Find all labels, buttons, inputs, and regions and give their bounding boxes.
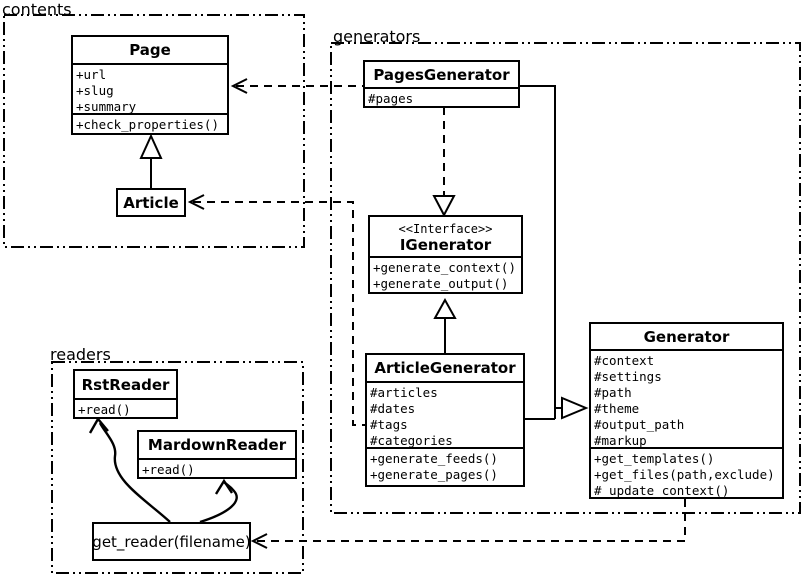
stereotype: <<Interface>> <box>398 222 493 236</box>
attribute: #articles <box>370 385 438 400</box>
open-arrowhead-icon <box>88 416 109 434</box>
method: +generate_context() <box>373 260 516 275</box>
package-contents-label: contents <box>2 0 72 19</box>
attribute: #categories <box>370 433 453 447</box>
edge-generators-to-generator-generalization <box>520 85 589 420</box>
method: +get_templates() <box>594 451 715 466</box>
method: +read() <box>142 462 195 477</box>
class-markdownreader-title: MardownReader <box>147 436 287 454</box>
edge-article-to-page-generalization <box>139 133 163 189</box>
open-arrowhead-icon <box>187 194 205 210</box>
class-markdownreader-methods: +read() <box>139 458 295 477</box>
edge-articlegenerator-to-igenerator-generalization <box>433 297 457 353</box>
class-igenerator-header: <<Interface>> IGenerator <box>370 217 521 256</box>
class-generator: Generator #context #settings #path #them… <box>589 322 784 499</box>
hollow-triangle-icon <box>433 297 457 319</box>
attribute: #markup <box>594 433 647 447</box>
package-generators-label: generators <box>333 27 421 46</box>
open-arrowhead-icon <box>230 78 248 94</box>
attribute: #settings <box>594 369 662 384</box>
method: +generate_pages() <box>370 467 498 482</box>
class-markdownreader: MardownReader +read() <box>137 430 297 479</box>
method: +read() <box>78 402 131 417</box>
class-generator-title: Generator <box>643 327 730 346</box>
attribute: #path <box>594 385 632 400</box>
attribute: +summary <box>76 99 137 113</box>
class-pagesgenerator: PagesGenerator #pages <box>363 60 520 108</box>
class-pagesgenerator-title: PagesGenerator <box>373 65 510 84</box>
edge-generator-to-getreader-dependency <box>250 499 686 549</box>
get-reader-node: get_reader(filename) <box>92 522 251 561</box>
attribute: #tags <box>370 417 408 432</box>
package-generators-border <box>330 42 801 514</box>
method: +check_properties() <box>76 117 219 132</box>
edge-articlegenerator-to-article-dependency <box>187 194 365 426</box>
hollow-triangle-icon <box>139 133 163 159</box>
open-arrowhead-icon <box>214 478 233 495</box>
method: #_update_context() <box>594 483 730 497</box>
class-igenerator: <<Interface>> IGenerator +generate_conte… <box>368 215 523 294</box>
class-rstreader: RstReader +read() <box>73 369 178 419</box>
method: +get_files(path,exclude) <box>594 467 775 482</box>
class-article: Article <box>116 188 186 217</box>
edge-pagesgenerator-to-page-dependency <box>230 78 363 94</box>
attribute: #pages <box>368 91 414 106</box>
class-igenerator-title: IGenerator <box>399 236 492 254</box>
class-page-title: Page <box>129 41 171 59</box>
class-igenerator-methods: +generate_context() +generate_output() <box>370 256 521 292</box>
class-generator-attributes: #context #settings #path #theme #output_… <box>591 349 782 447</box>
class-articlegenerator-methods: +generate_feeds() +generate_pages() <box>367 447 523 485</box>
method: +generate_output() <box>373 276 509 291</box>
class-page: Page +url +slug +summary +check_properti… <box>71 35 229 135</box>
attribute: +slug <box>76 83 114 98</box>
attribute: +url <box>76 67 107 82</box>
open-arrowhead-icon <box>250 533 268 549</box>
class-generator-methods: +get_templates() +get_files(path,exclude… <box>591 447 782 497</box>
class-articlegenerator-title: ArticleGenerator <box>374 359 516 377</box>
attribute: #output_path <box>594 417 685 432</box>
class-pagesgenerator-attributes: #pages <box>365 87 518 106</box>
attribute: #theme <box>594 401 640 416</box>
package-contents-border <box>3 14 305 248</box>
hollow-triangle-icon <box>432 195 456 218</box>
class-rstreader-title: RstReader <box>81 375 170 394</box>
class-articlegenerator-attributes: #articles #dates #tags #categories <box>367 381 523 447</box>
hollow-triangle-icon <box>561 396 589 420</box>
edge-getreader-to-rstreader-arrow <box>88 416 171 523</box>
edge-getreader-to-markdownreader-arrow <box>199 478 238 524</box>
method: +generate_feeds() <box>370 451 498 466</box>
class-page-attributes: +url +slug +summary <box>73 63 227 113</box>
class-articlegenerator: ArticleGenerator #articles #dates #tags … <box>365 353 525 487</box>
package-readers-label: readers <box>50 345 111 364</box>
attribute: #context <box>594 353 655 368</box>
class-page-methods: +check_properties() <box>73 113 227 133</box>
class-rstreader-methods: +read() <box>75 398 176 417</box>
package-readers-border <box>51 361 304 574</box>
edge-pagesgenerator-to-igenerator-realization <box>432 107 456 218</box>
attribute: #dates <box>370 401 416 416</box>
